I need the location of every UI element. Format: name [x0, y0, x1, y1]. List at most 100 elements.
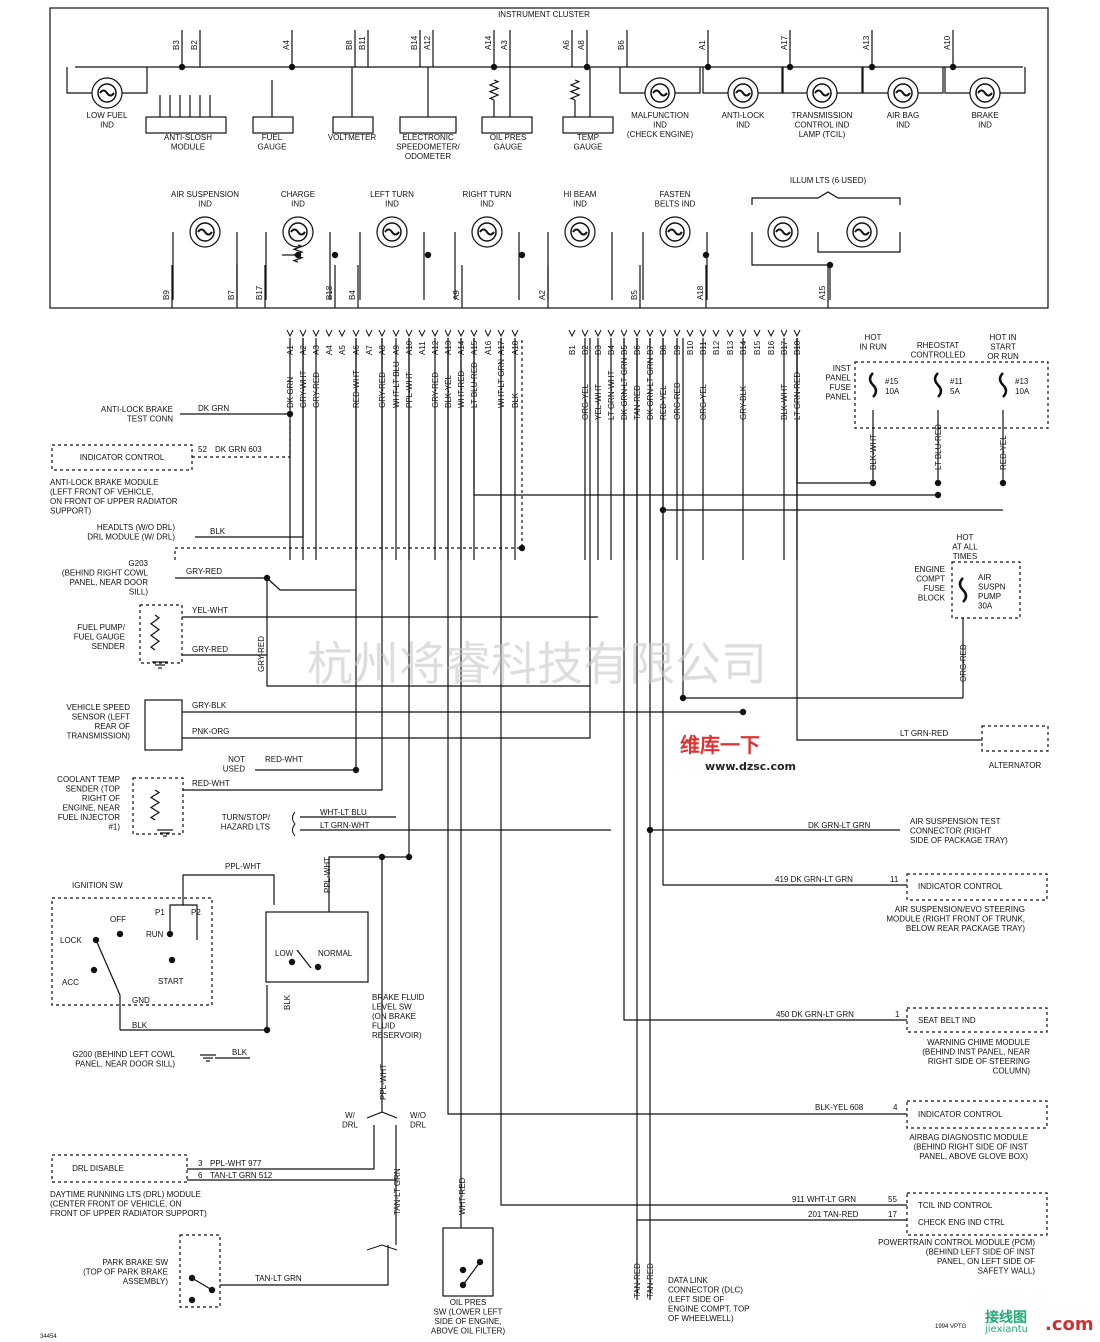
harness-wire-label: ORG-YEL: [699, 383, 708, 420]
bulb-inner: [477, 222, 497, 242]
drl-disable-box: [51, 1154, 188, 1183]
wire-label: TAN-LT GRN: [393, 1168, 402, 1215]
connector-pin-icon: [633, 329, 641, 338]
splice-dot: [949, 63, 957, 71]
brake-fluid-switch-box: [265, 911, 369, 983]
fuse-amp: 10A: [885, 387, 900, 396]
fuse-amp-line: 10A: [885, 387, 900, 396]
cluster-indicator-label-line: RIGHT TURN: [462, 190, 511, 199]
cluster-pin-label: A4: [282, 40, 291, 50]
cluster-component-label-line: GAUGE: [574, 143, 603, 152]
cluster-component-label-line: FUEL: [262, 133, 283, 142]
fuel-pump-label-line: FUEL PUMP/: [77, 623, 125, 632]
engine-fuse-label-line: PUMP: [978, 592, 1001, 601]
wire-label: 419 DK GRN-LT GRN: [775, 875, 853, 884]
ground-icon: [152, 661, 168, 669]
bracket: [292, 811, 296, 837]
abs-module-label-line: SUPPORT): [50, 507, 92, 516]
wire-label-line: DK GRN-LT GRN: [808, 821, 871, 830]
bulb-wire: [702, 67, 728, 94]
switch-contact: [168, 956, 176, 964]
cluster-indicator-label-line: IND: [480, 200, 494, 209]
bulb-wire: [918, 67, 944, 94]
wire-label: TAN-RED: [633, 1263, 642, 1298]
abs-module-label-line: ANTI-LOCK BRAKE MODULE: [50, 478, 158, 487]
splice-dot: [646, 826, 654, 834]
wire-label-line: PNK-ORG: [192, 727, 229, 736]
engine-fuse-block-label-line: BLOCK: [918, 594, 946, 603]
ign-off-line: OFF: [110, 915, 126, 924]
connector-pin-label: B1: [568, 345, 577, 355]
bracket: [751, 191, 901, 205]
resistor-icon: [149, 789, 161, 821]
air-susp-test-label-line: CONNECTOR (RIGHT: [910, 827, 991, 836]
cluster-indicator-label-line: BELTS IND: [655, 200, 696, 209]
anti-slosh-module-box: [145, 116, 227, 134]
indicator-control-line: INDICATOR CONTROL: [918, 1110, 1003, 1119]
pcm-label-line: SAFETY WALL): [978, 1267, 1036, 1276]
ign-lock: LOCK: [60, 936, 82, 945]
connector-pin-icon: [699, 329, 707, 338]
connector-pin-icon: [739, 329, 747, 338]
airbag-module-label: AIRBAG DIAGNOSTIC MODULE(BEHIND RIGHT SI…: [909, 1133, 1028, 1161]
wire-label-line: GRY-BLK: [192, 701, 227, 710]
harness-wire-label: YEL-WHT: [594, 384, 603, 420]
dlc-label-line: (LEFT SIDE OF: [668, 1295, 724, 1304]
harness-wire-label: LT GRN-WHT: [607, 370, 616, 420]
splice-dot: [702, 251, 710, 259]
dlc-label-line: OF WHEELWELL): [668, 1314, 734, 1323]
pin-label: 55: [888, 1195, 897, 1204]
illum-label: ILLUM LTS (6 USED): [790, 176, 867, 185]
bulb-wire: [781, 67, 807, 94]
oil-pres-gauge-box: [481, 116, 533, 134]
wire: [187, 1125, 375, 1170]
harness-wire-label: BLK-WHT: [780, 384, 789, 420]
voltmeter-box: [332, 116, 374, 134]
fuse-amp: 10A: [1015, 387, 1030, 396]
wire-label: GRY-RED: [186, 567, 222, 576]
resistor-icon: [569, 79, 581, 101]
pin-label: 17: [888, 1210, 897, 1219]
ign-off: OFF: [110, 915, 126, 924]
indicator-bulb-icon: [189, 216, 221, 248]
cluster-component-label: VOLTMETER: [328, 133, 377, 142]
indicator-bulb-icon: [471, 216, 503, 248]
brake-fluid-label-line: (ON BRAKE: [372, 1012, 416, 1021]
speedometer-box: [399, 116, 457, 134]
cluster-pin-label: B4: [348, 290, 357, 300]
cluster-component-label-line: ANTI-SLOSH: [164, 133, 212, 142]
wire: [328, 338, 410, 912]
wire-label: DK GRN-LT GRN: [808, 821, 871, 830]
pin-label: 6: [198, 1171, 203, 1180]
bulb-wire: [1000, 67, 1026, 94]
fuse-amp: 5A: [950, 387, 960, 396]
ign-p2-line: P2: [191, 908, 201, 917]
wire-label-line: 450 DK GRN-LT GRN: [776, 1010, 854, 1019]
cluster-indicator-label-line: AIR SUSPENSION: [171, 190, 239, 199]
g203-label-line: G203: [128, 559, 148, 568]
connector-pin-label: B13: [726, 340, 735, 355]
check-eng-ind-ctrl: CHECK ENG IND CTRL: [918, 1218, 1005, 1227]
wire-label: GRY-RED: [257, 636, 266, 672]
brake-fluid-label-line: FLUID: [372, 1022, 395, 1031]
bulb-filament: [290, 228, 306, 236]
instrument-cluster-box: [49, 7, 1049, 309]
connector-pin-label: B16: [767, 340, 776, 355]
dlc-label-line: ENGINE COMPT, TOP: [668, 1305, 750, 1314]
wire-label: PPL-WHT: [323, 857, 332, 893]
wire: [662, 510, 907, 886]
cluster-component-label-line: ELECTRONIC: [402, 133, 454, 142]
wire: [447, 338, 907, 1115]
harness-wire-label: GRY-RED: [312, 372, 321, 408]
